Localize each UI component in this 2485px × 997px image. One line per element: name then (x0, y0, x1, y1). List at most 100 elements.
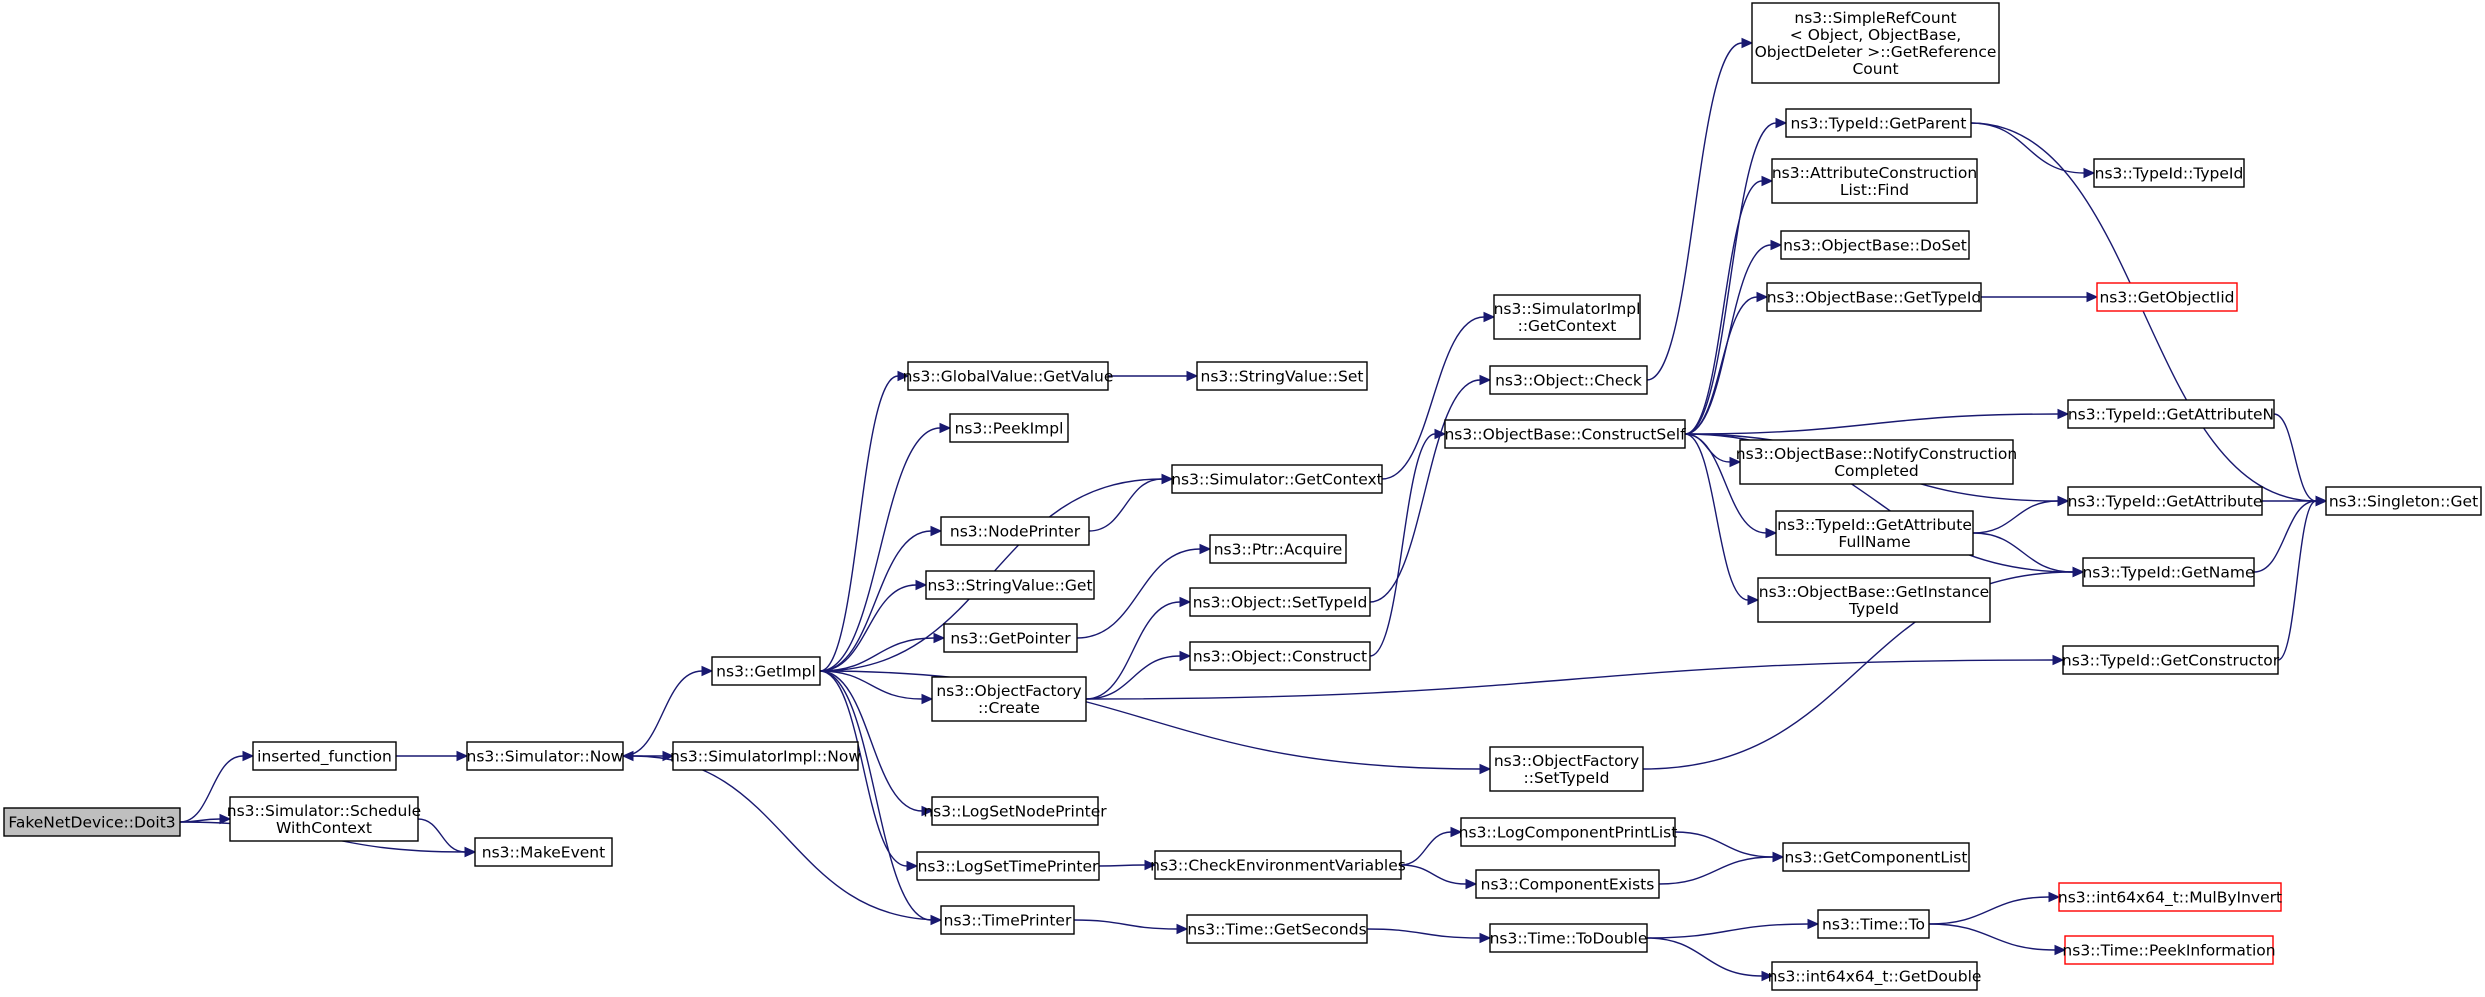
node-singletonget[interactable]: ns3::Singleton::Get (2325, 486, 2482, 516)
node-timegetsec[interactable]: ns3::Time::GetSeconds (1186, 914, 1368, 944)
node-box (1757, 577, 1991, 623)
node-ofcreate[interactable]: ns3::ObjectFactory::Create (931, 676, 1087, 722)
node-simgetctx[interactable]: ns3::Simulator::GetContext (1171, 464, 1383, 494)
node-peekimpl[interactable]: ns3::PeekImpl (949, 413, 1069, 443)
node-tidgetname[interactable]: ns3::TypeId::GetName (2082, 557, 2255, 587)
edge-arrowhead (464, 846, 477, 858)
edge-line (417, 818, 466, 853)
node-box (1739, 439, 2014, 485)
edge-obconstructself-to-tidgetparent (1684, 117, 1788, 435)
node-tidgetattrn[interactable]: ns3::TypeId::GetAttributeN (2067, 399, 2275, 429)
node-inserted[interactable]: inserted_function (252, 741, 397, 771)
edge-objcheck-to-simplerefcount (1646, 37, 1754, 381)
node-obconstructself[interactable]: ns3::ObjectBase::ConstructSelf (1444, 419, 1686, 449)
node-box (2062, 645, 2279, 675)
node-label: ns3::Singleton::Get (2329, 493, 2478, 511)
node-simimplnow[interactable]: ns3::SimulatorImpl::Now (670, 741, 861, 771)
node-box (1196, 361, 1368, 391)
node-logcompprint[interactable]: ns3::LogComponentPrintList (1459, 817, 1678, 847)
node-label: < Object, ObjectBase, (1790, 26, 1961, 44)
node-logsettime[interactable]: ns3::LogSetTimePrinter (916, 851, 1100, 881)
edge-arrowhead (1765, 527, 1778, 539)
node-box (2325, 486, 2482, 516)
node-label: ns3::ObjectBase::NotifyConstruction (1736, 445, 2017, 463)
node-strvalset[interactable]: ns3::StringValue::Set (1196, 361, 1368, 391)
node-nodeprinter[interactable]: ns3::NodePrinter (940, 516, 1090, 546)
node-objconstruct[interactable]: ns3::Object::Construct (1189, 641, 1371, 671)
edge-line (1088, 478, 1163, 532)
edge-line (1369, 433, 1436, 657)
node-timeprinter[interactable]: ns3::TimePrinter (940, 905, 1075, 935)
node-checkenv[interactable]: ns3::CheckEnvironmentVariables (1150, 850, 1406, 880)
node-label: ns3::ObjectBase::DoSet (1783, 237, 1967, 255)
edge-line (1073, 919, 1178, 930)
node-label: ns3::CheckEnvironmentVariables (1150, 857, 1406, 875)
node-obgettypeid[interactable]: ns3::ObjectBase::GetTypeId (1766, 282, 1982, 312)
node-strvalget[interactable]: ns3::StringValue::Get (925, 570, 1095, 600)
node-compexists[interactable]: ns3::ComponentExists (1475, 869, 1660, 899)
node-box (1775, 510, 1974, 556)
edge-ofcreate-to-objsettypeid (1085, 596, 1192, 700)
node-tidtypeid[interactable]: ns3::TypeId::TypeId (2093, 158, 2245, 188)
node-i64getdouble[interactable]: ns3::int64x64_t::GetDouble (1768, 961, 1982, 991)
node-doit3[interactable]: FakeNetDevice::Doit3 (3, 807, 181, 837)
node-logsetnode[interactable]: ns3::LogSetNodePrinter (923, 796, 1107, 826)
edge-arrowhead (939, 422, 952, 434)
edge-arrowhead (921, 693, 934, 705)
node-label: ::GetContext (1518, 317, 1617, 335)
edge-line (819, 584, 917, 672)
edge-arrowhead (242, 750, 255, 762)
node-gvgetvalue[interactable]: ns3::GlobalValue::GetValue (903, 361, 1114, 391)
node-label: ns3::ObjectBase::ConstructSelf (1444, 426, 1686, 444)
edge-arrowhead (1747, 594, 1760, 606)
node-objsettypeid[interactable]: ns3::Object::SetTypeId (1189, 587, 1371, 617)
edge-arrowhead (1756, 291, 1769, 303)
edge-arrowhead (930, 525, 943, 537)
edge-arrowhead (933, 632, 946, 644)
edge-tidgetattrn-to-singletonget (2273, 413, 2328, 507)
node-timeto[interactable]: ns3::Time::To (1817, 909, 1930, 939)
edge-simgetctx-to-simimplgetctx (1381, 311, 1496, 480)
node-simimplgetctx[interactable]: ns3::SimulatorImpl::GetContext (1493, 294, 1641, 340)
node-label: ns3::ObjectFactory (1494, 752, 1639, 770)
node-getcomplist[interactable]: ns3::GetComponentList (1782, 842, 1970, 872)
node-peekinfo[interactable]: ns3::Time::PeekInformation (2062, 935, 2276, 965)
node-objcheck[interactable]: ns3::Object::Check (1489, 365, 1648, 395)
edge-line (1642, 571, 2074, 770)
edge-arrowhead (1144, 859, 1157, 871)
edge-arrowhead (1199, 543, 1212, 555)
node-tidgetattr[interactable]: ns3::TypeId::GetAttribute (2067, 486, 2263, 516)
node-ptracquire[interactable]: ns3::Ptr::Acquire (1209, 534, 1347, 564)
node-obnotify[interactable]: ns3::ObjectBase::NotifyConstructionCompl… (1736, 439, 2017, 485)
node-getimpl[interactable]: ns3::GetImpl (711, 656, 821, 686)
node-label: ns3::GetPointer (950, 630, 1071, 648)
edge-obconstructself-to-tidgetattrn (1684, 408, 2070, 435)
edges-layer (179, 37, 2328, 982)
node-makeevent[interactable]: ns3::MakeEvent (474, 837, 613, 867)
node-mulbyinvert[interactable]: ns3::int64x64_t::MulByInvert (2058, 882, 2282, 912)
edge-getimpl-to-logsetnode (819, 670, 934, 817)
node-label: ns3::Time::ToDouble (1490, 930, 1648, 948)
node-obdoset[interactable]: ns3::ObjectBase::DoSet (1780, 230, 1970, 260)
node-getpointer[interactable]: ns3::GetPointer (943, 623, 1078, 653)
node-label: Completed (1834, 462, 1919, 480)
node-tidgetctor[interactable]: ns3::TypeId::GetConstructor (2062, 645, 2280, 675)
node-simnow[interactable]: ns3::Simulator::Now (466, 741, 624, 771)
node-simplerefcount[interactable]: ns3::SimpleRefCount< Object, ObjectBase,… (1751, 2, 2000, 84)
node-ofsettypeid[interactable]: ns3::ObjectFactory::SetTypeId (1489, 746, 1644, 792)
node-box (2064, 935, 2274, 965)
edge-getimpl-to-peekimpl (819, 422, 952, 672)
node-tidgetparent[interactable]: ns3::TypeId::GetParent (1785, 108, 1972, 138)
node-label: ns3::Simulator::Schedule (227, 802, 421, 820)
node-label: inserted_function (257, 748, 392, 767)
node-label: ns3::Time::PeekInformation (2062, 942, 2275, 960)
edge-arrowhead (906, 860, 919, 872)
node-getobjectiid[interactable]: ns3::GetObjectIid (2096, 282, 2238, 312)
edge-arrowhead (1161, 473, 1174, 485)
node-timetodouble[interactable]: ns3::Time::ToDouble (1489, 923, 1648, 953)
